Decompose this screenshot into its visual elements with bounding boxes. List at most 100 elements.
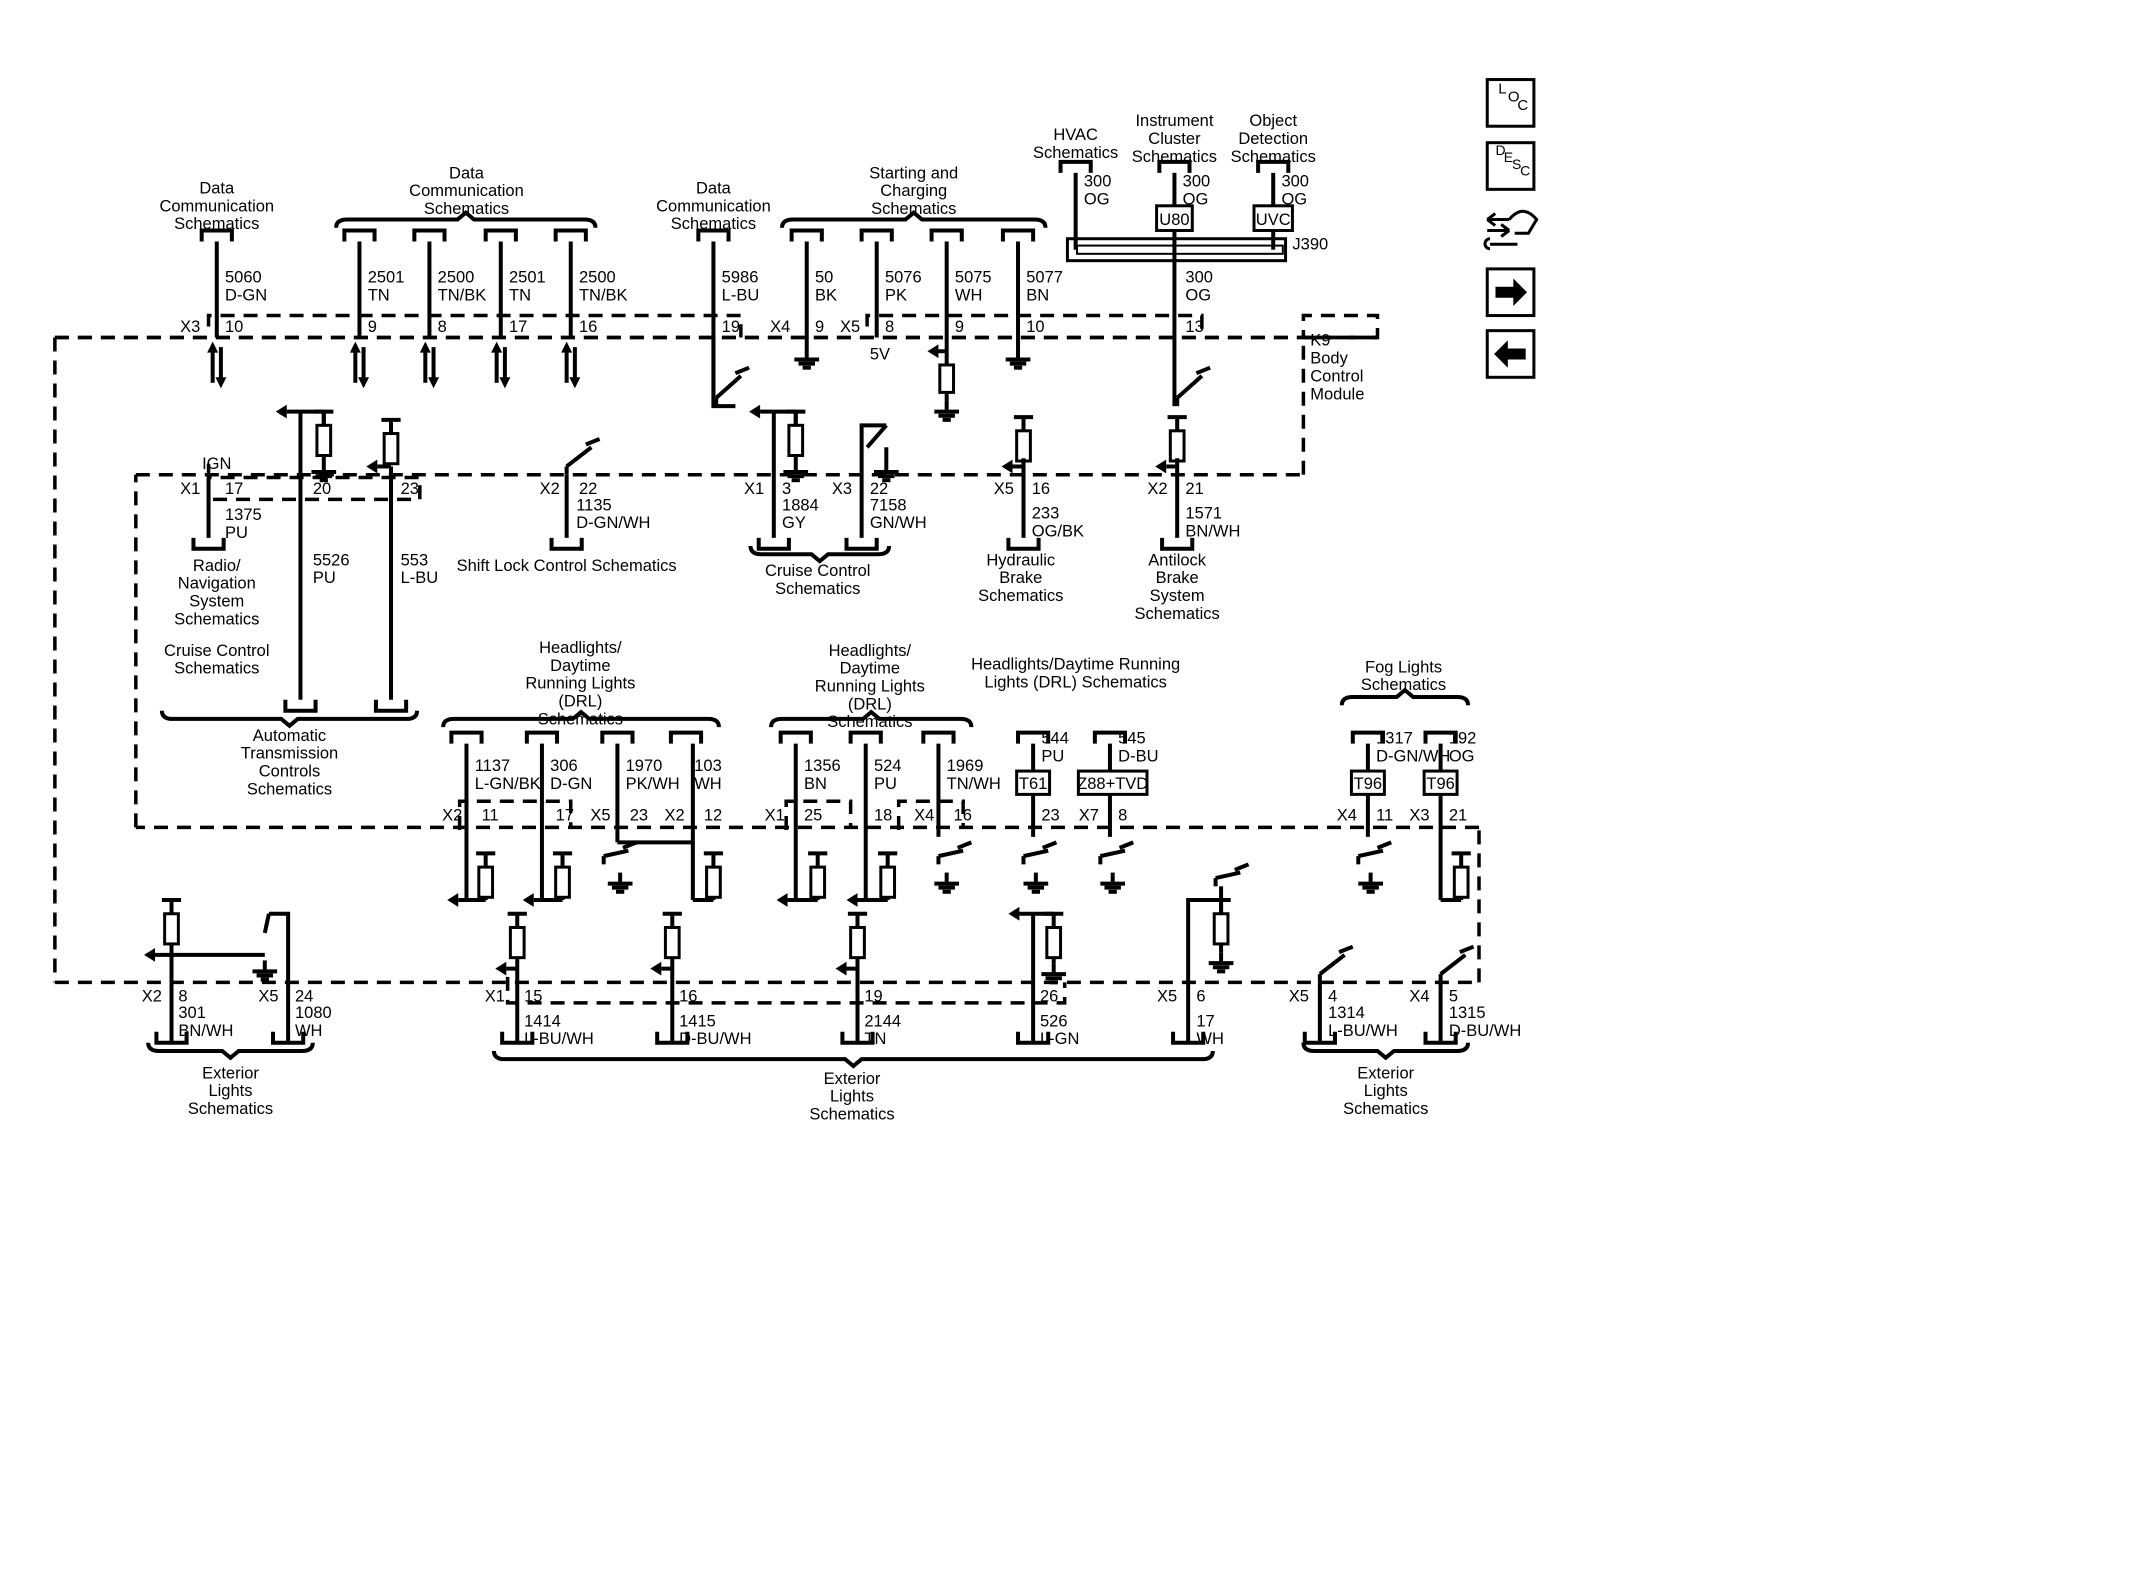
prev-button[interactable]	[1485, 329, 1536, 379]
resistor-icon	[1045, 925, 1063, 960]
mid-circuit-color: PU	[313, 569, 336, 587]
pin-number: 3	[782, 480, 791, 498]
desc-letter: C	[1520, 163, 1530, 179]
loc-letter: O	[1508, 89, 1520, 106]
destination-label: Schematics	[1132, 148, 1217, 166]
pin-number: 8	[885, 318, 894, 336]
pin-number: 11	[482, 806, 499, 824]
switch-icon	[585, 437, 601, 447]
desc-button-frame	[1485, 141, 1536, 191]
pin-number: 22	[579, 480, 597, 498]
arrow-left-icon	[1494, 340, 1526, 368]
switch-icon	[1459, 944, 1475, 955]
connector-symbol	[342, 228, 377, 242]
lower-circuit-number: 192	[1449, 730, 1477, 748]
connector-symbol	[449, 730, 484, 744]
destination-label: Hydraulic	[986, 551, 1055, 569]
top-circuit-number: 2501	[368, 269, 405, 287]
switch-icon	[1376, 840, 1392, 850]
destination-label: Schematics	[1343, 1100, 1428, 1118]
next-button[interactable]	[1485, 267, 1536, 318]
lower-circuit-number: 1969	[947, 757, 984, 775]
lower-circuit-color: PU	[1041, 747, 1064, 765]
top-circuit-number: 300	[1281, 173, 1309, 191]
mid-circuit-number: 1884	[782, 496, 819, 514]
mid-circuit-number: 553	[401, 551, 429, 569]
arrow-head-icon	[650, 961, 662, 976]
destination-label: Detection	[1238, 130, 1308, 148]
lower-circuit-number: 1317	[1376, 730, 1413, 748]
top-circuit-color: D-GN	[225, 286, 267, 304]
data-arrow-icon	[358, 377, 370, 389]
lower-circuit-color: D-GN	[550, 775, 592, 793]
five-volt-label: 5V	[870, 345, 890, 363]
destination-label: Data	[449, 164, 485, 182]
bottom-circuit-color: BN/WH	[178, 1022, 233, 1040]
connector-tools-icon[interactable]	[1483, 209, 1539, 251]
destination-label: Schematics	[174, 660, 259, 678]
pin-number: 23	[1041, 806, 1059, 824]
lower-circuit-color: D-BU	[1118, 747, 1158, 765]
resistor-icon	[663, 925, 681, 960]
bus-bracket	[748, 545, 892, 564]
switch-icon	[956, 840, 973, 850]
lower-circuit-color: WH	[694, 775, 722, 793]
connector-symbol	[848, 730, 883, 744]
destination-label: Schematics	[188, 1100, 273, 1118]
bottom-circuit-color: TN	[864, 1030, 886, 1048]
switch-icon	[622, 840, 638, 850]
arrow-head-icon	[846, 893, 858, 907]
switch-icon	[1318, 953, 1346, 976]
switch-icon	[1118, 840, 1135, 850]
destination-label: Automatic	[253, 727, 326, 745]
connector-symbol	[199, 228, 234, 242]
arrow-head-icon	[447, 893, 459, 907]
connector-symbol	[483, 228, 518, 242]
lower-circuit-number: 524	[874, 757, 902, 775]
wire	[268, 911, 291, 1043]
destination-label: Navigation	[178, 575, 256, 593]
bus-bracket	[1301, 1042, 1471, 1061]
resistor-icon	[879, 865, 897, 899]
connector-symbol	[1000, 228, 1036, 242]
destination-label: Lights	[208, 1082, 252, 1100]
bottom-circuit-color: D-BU/WH	[679, 1030, 751, 1048]
pin-number: 9	[815, 318, 824, 336]
top-circuit-color: TN	[368, 286, 390, 304]
mid-circuit-color: PU	[225, 524, 248, 542]
data-arrow-icon	[207, 341, 219, 353]
connector-label: X5	[840, 318, 860, 336]
top-circuit-number: 50	[815, 269, 833, 287]
top-circuit-number: 5986	[722, 269, 759, 287]
data-arrow-icon	[349, 341, 361, 353]
pin-number: 18	[874, 806, 892, 824]
connector-label: X4	[1337, 806, 1357, 824]
connector-label: X5	[1289, 988, 1309, 1006]
connector-symbol	[789, 228, 824, 242]
destination-label: Running Lights	[815, 677, 925, 695]
pin-number: 16	[954, 806, 972, 824]
lower-circuit-number: 103	[694, 757, 722, 775]
arrow-head-icon	[522, 893, 534, 907]
destination-label: Controls	[259, 763, 320, 781]
module-boundary	[54, 313, 1380, 340]
destination-label: Schematics	[978, 587, 1063, 605]
destination-label: Object	[1249, 112, 1297, 130]
switch-icon	[938, 848, 964, 859]
lower-circuit-number: 1356	[804, 757, 841, 775]
arrow-head-icon	[749, 404, 761, 419]
arrow-head-icon	[366, 459, 378, 474]
resistor-icon	[787, 423, 805, 458]
module-label: Module	[1310, 385, 1364, 403]
bottom-circuit-number: 1414	[524, 1012, 561, 1030]
switch-icon	[1439, 953, 1467, 976]
resistor-icon	[554, 865, 571, 899]
connector-symbol	[929, 228, 964, 242]
component-t96: T96	[1426, 775, 1454, 793]
ign-label: IGN	[202, 455, 231, 473]
destination-label: Exterior	[824, 1070, 881, 1088]
connector-symbol	[696, 228, 731, 242]
destination-label: Transmission	[241, 745, 339, 763]
